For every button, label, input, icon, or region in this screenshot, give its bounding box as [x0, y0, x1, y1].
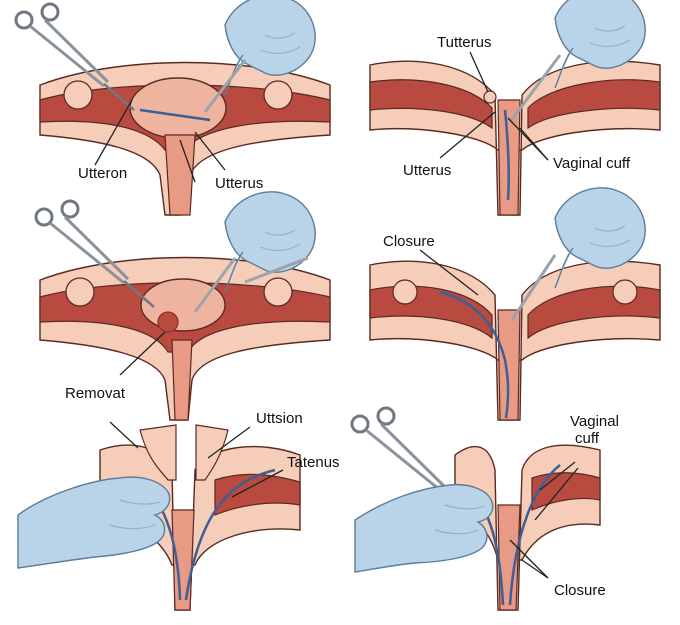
panel-5: Uttsion Tatenus [17, 410, 340, 611]
muscle-layer-left [369, 79, 493, 130]
label-utterus-1: Utterus [215, 175, 263, 192]
label-removat: Removat [65, 385, 126, 402]
instrument-shaft [508, 54, 562, 123]
uterus-body [129, 77, 227, 139]
gloved-hand-icon [17, 476, 171, 569]
muscle-layer-right [214, 473, 301, 516]
vaginal-canal [164, 134, 196, 216]
ovary-left [65, 277, 95, 307]
removal-site [157, 311, 179, 333]
label-uttsion: Uttsion [256, 410, 303, 427]
label-cuff: cuff [575, 430, 600, 447]
label-utterus-2: Utterus [403, 162, 451, 179]
panel-2: Tutterus Utterus Vaginal cuff [369, 0, 661, 216]
vaginal-canal [171, 339, 193, 421]
ovary-left [63, 80, 93, 110]
vaginal-canal [497, 504, 521, 611]
suture-line [503, 109, 511, 201]
ovary-right [612, 279, 638, 305]
panel-1: Utteron Utterus [14, 0, 331, 216]
panel-6: Vaginal cuff Closure [350, 406, 619, 611]
panel-4: Closure [369, 187, 661, 421]
glove-fold [434, 529, 479, 535]
label-tatenus: Tatenus [287, 454, 340, 471]
label-closure-2: Closure [554, 582, 606, 599]
panel-3: Removat [34, 191, 331, 421]
instrument-shaft [203, 59, 247, 113]
label-closure-1: Closure [383, 233, 435, 250]
gloved-hand-icon [354, 483, 494, 573]
instrument-shaft [510, 254, 557, 321]
label-utteron: Utteron [78, 165, 127, 182]
instrument-shaft [244, 256, 309, 284]
vaginal-canal [497, 309, 521, 421]
label-vaginal: Vaginal [570, 413, 619, 430]
instrument-shaft [193, 257, 237, 313]
ovary-right [263, 80, 293, 110]
suture-line [508, 464, 561, 606]
glove-fold [119, 499, 161, 505]
glove-fold [444, 504, 486, 510]
label-tutterus: Tutterus [437, 34, 491, 51]
muscle-layer-right [527, 79, 661, 130]
glove-fold [109, 523, 157, 530]
label-vaginal-cuff-1: Vaginal cuff [553, 155, 631, 172]
tissue-stump [483, 90, 497, 104]
suture-line [139, 108, 211, 122]
vaginal-canal [171, 509, 195, 611]
vaginal-wall-left [139, 424, 177, 481]
suture-line [439, 290, 510, 419]
ovary-left [392, 279, 418, 305]
suture-line [184, 468, 276, 601]
ovary-right [263, 277, 293, 307]
vaginal-wall-right [195, 424, 229, 481]
